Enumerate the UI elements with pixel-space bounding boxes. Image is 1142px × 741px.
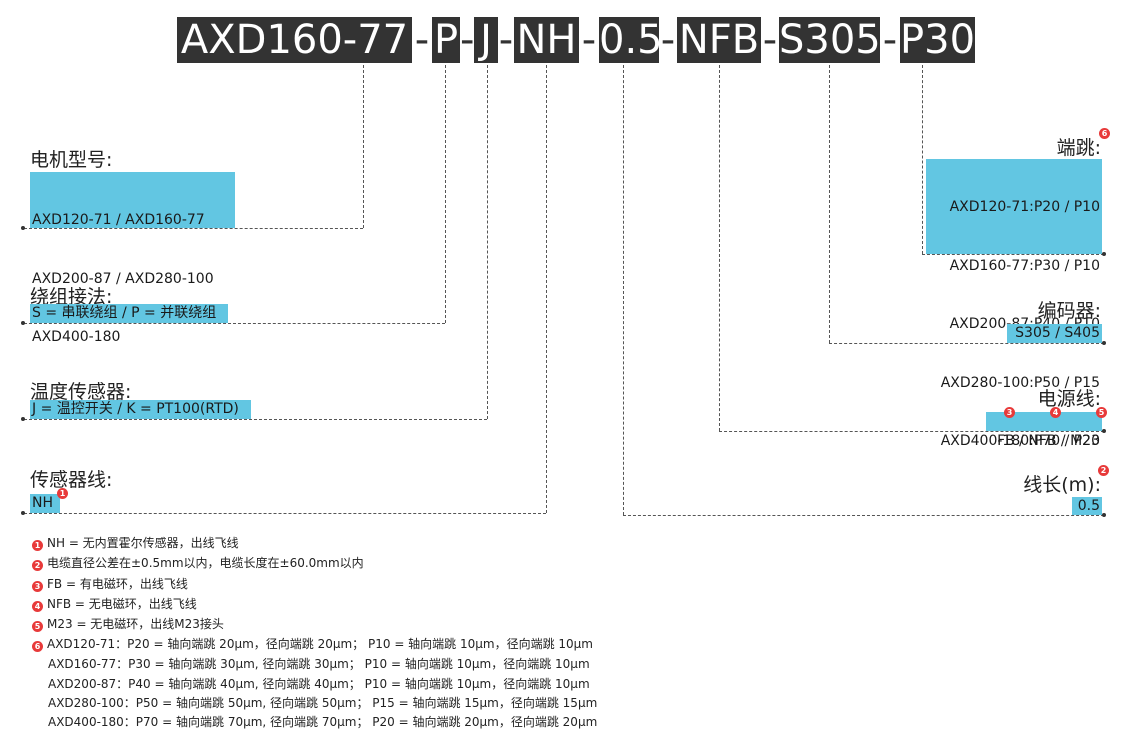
code-segment-sensor-cable: NH bbox=[514, 17, 579, 63]
note-badge-6: 6 bbox=[32, 641, 43, 652]
sensor-cable-box: NH bbox=[30, 494, 60, 513]
footnote-6-line: AXD160-77：P30 = 轴向端跳 30μm, 径向端跳 30μm； P1… bbox=[48, 657, 590, 671]
connector-dot bbox=[1102, 341, 1106, 345]
note-badge-2: 2 bbox=[32, 560, 43, 571]
runout-line: AXD280-100:P50 / P15 bbox=[940, 374, 1100, 391]
footnote-text: AXD120-71：P20 = 轴向端跳 20μm，径向端跳 20μm； P10… bbox=[47, 637, 594, 651]
motor-model-line: AXD120-71 / AXD160-77 bbox=[32, 212, 205, 228]
code-separator: - bbox=[882, 17, 898, 63]
code-separator: - bbox=[581, 17, 597, 63]
code-segment-model: AXD160-77 bbox=[177, 17, 412, 63]
power-cable-title: 电源线: bbox=[1037, 388, 1101, 410]
connector-dot bbox=[1102, 252, 1106, 256]
connector-dot bbox=[21, 226, 25, 230]
cable-length-title: 线长(m): bbox=[1023, 474, 1101, 496]
winding-box: S = 串联绕组 / P = 并联绕组 bbox=[30, 304, 228, 323]
code-segment-winding: P bbox=[432, 17, 460, 63]
footnote-text: M23 = 无电磁环，出线M23接头 bbox=[47, 617, 224, 631]
code-separator: - bbox=[460, 17, 475, 63]
code-segment-runout: P30 bbox=[900, 17, 976, 63]
footnote-4: 4 NFB = 无电磁环，出线飞线 bbox=[32, 595, 197, 612]
connector-vertical bbox=[719, 65, 720, 431]
runout-box: AXD120-71:P20 / P10 AXD160-77:P30 / P10 … bbox=[926, 159, 1102, 449]
connector-vertical bbox=[363, 65, 364, 228]
connector-vertical bbox=[546, 65, 547, 513]
code-separator: - bbox=[762, 17, 778, 63]
connector-dot bbox=[21, 417, 25, 421]
connector-horizontal bbox=[922, 254, 1104, 255]
connector-vertical bbox=[623, 65, 624, 515]
runout-title: 端跳: bbox=[1056, 137, 1101, 159]
connector-dot bbox=[1102, 513, 1106, 517]
temp-sensor-box: J = 温控开关 / K = PT100(RTD) bbox=[30, 400, 251, 419]
encoder-title: 编码器: bbox=[1037, 300, 1101, 322]
footnote-text: 电缆直径公差在±0.5mm以内，电缆长度在±60.0mm以内 bbox=[47, 556, 364, 570]
connector-dot bbox=[1102, 429, 1106, 433]
footnote-2: 2 电缆直径公差在±0.5mm以内，电缆长度在±60.0mm以内 bbox=[32, 554, 364, 571]
footnote-3: 3 FB = 有电磁环，出线飞线 bbox=[32, 575, 188, 592]
encoder-box: S305 / S405 bbox=[1007, 324, 1102, 343]
code-separator: - bbox=[414, 17, 430, 63]
motor-model-line: AXD200-87 / AXD280-100 bbox=[32, 270, 214, 287]
power-cable-m23: / M23 bbox=[1056, 432, 1100, 449]
code-separator: - bbox=[498, 17, 514, 63]
connector-dot bbox=[21, 321, 25, 325]
power-cable-box: FB / NFB / M23 bbox=[986, 412, 1102, 449]
winding-title: 绕组接法: bbox=[30, 286, 113, 308]
sensor-cable-title: 传感器线: bbox=[30, 469, 113, 491]
code-segment-temp-sensor: J bbox=[474, 17, 498, 63]
runout-line: AXD400-180:P70 / P20 bbox=[926, 432, 1100, 452]
footnote-6: 6 AXD120-71：P20 = 轴向端跳 20μm，径向端跳 20μm； P1… bbox=[32, 635, 593, 652]
motor-model-line: AXD400-180 bbox=[32, 329, 121, 345]
connector-horizontal bbox=[829, 343, 1104, 344]
power-cable-fb: FB bbox=[997, 432, 1015, 449]
connector-horizontal bbox=[24, 419, 487, 420]
code-segment-encoder: S305 bbox=[779, 17, 881, 63]
connector-vertical bbox=[445, 65, 446, 323]
cable-length-box: 0.5 bbox=[1072, 497, 1102, 515]
code-separator: - bbox=[660, 17, 676, 63]
runout-line: AXD120-71:P20 / P10 bbox=[949, 199, 1100, 215]
temp-sensor-title: 温度传感器: bbox=[30, 381, 132, 403]
motor-model-title: 电机型号: bbox=[30, 149, 113, 171]
note-badge-4: 4 bbox=[32, 601, 43, 612]
motor-model-box: AXD120-71 / AXD160-77 AXD200-87 / AXD280… bbox=[30, 172, 235, 345]
connector-horizontal bbox=[623, 515, 1104, 516]
note-badge-5: 5 bbox=[32, 621, 43, 632]
footnote-text: NFB = 无电磁环，出线飞线 bbox=[47, 597, 197, 611]
note-badge-3: 3 bbox=[1004, 407, 1015, 418]
connector-horizontal bbox=[24, 323, 445, 324]
connector-horizontal bbox=[24, 513, 546, 514]
connector-horizontal bbox=[719, 431, 1104, 432]
footnote-1: 1 NH = 无内置霍尔传感器，出线飞线 bbox=[32, 534, 239, 551]
connector-dot bbox=[21, 511, 25, 515]
footnote-6-line: AXD200-87：P40 = 轴向端跳 40μm, 径向端跳 40μm； P1… bbox=[48, 677, 590, 691]
connector-vertical bbox=[922, 65, 923, 254]
code-segment-cable-length: 0.5 bbox=[599, 17, 663, 63]
note-badge-4: 4 bbox=[1050, 407, 1061, 418]
power-cable-nfb: / NFB bbox=[1014, 432, 1057, 449]
footnote-text: FB = 有电磁环，出线飞线 bbox=[47, 577, 188, 591]
note-badge-6: 6 bbox=[1099, 128, 1110, 139]
connector-horizontal bbox=[24, 228, 363, 229]
note-badge-1: 1 bbox=[57, 488, 68, 499]
runout-line: AXD160-77:P30 / P10 bbox=[949, 257, 1100, 274]
note-badge-5: 5 bbox=[1096, 407, 1107, 418]
footnote-6-line: AXD400-180：P70 = 轴向端跳 70μm, 径向端跳 70μm； P… bbox=[48, 715, 598, 729]
note-badge-3: 3 bbox=[32, 581, 43, 592]
footnote-5: 5 M23 = 无电磁环，出线M23接头 bbox=[32, 615, 224, 632]
footnote-text: NH = 无内置霍尔传感器，出线飞线 bbox=[47, 536, 239, 550]
connector-vertical bbox=[829, 65, 830, 343]
note-badge-1: 1 bbox=[32, 540, 43, 551]
connector-vertical bbox=[487, 65, 488, 419]
note-badge-2: 2 bbox=[1098, 465, 1109, 476]
code-segment-power-cable: NFB bbox=[677, 17, 761, 63]
footnote-6-line: AXD280-100：P50 = 轴向端跳 50μm, 径向端跳 50μm； P… bbox=[48, 696, 598, 710]
